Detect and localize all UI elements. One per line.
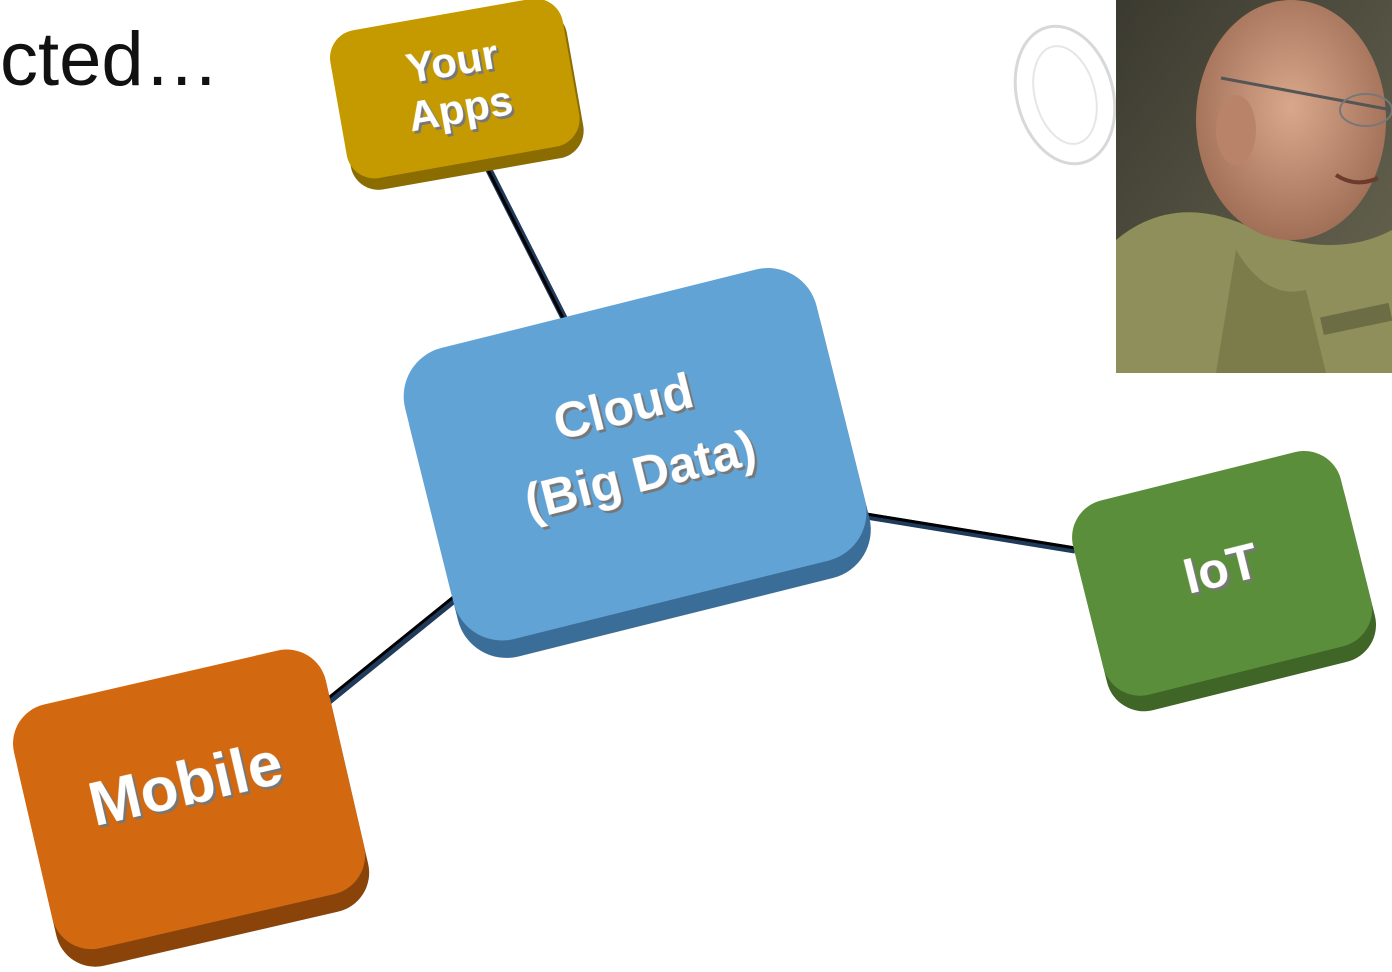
node-mobile: Mobile [13, 649, 370, 967]
node-cloud: Cloud (Big Data) [403, 268, 871, 658]
slide-title-fragment: cted… [0, 17, 220, 102]
decorative-swirl-icon [1013, 24, 1117, 166]
node-iot: IoT [1072, 451, 1376, 712]
connector-cloud-iot [859, 511, 1076, 554]
node-your-apps: Your Apps [330, 0, 584, 190]
person-photo [1116, 0, 1392, 373]
